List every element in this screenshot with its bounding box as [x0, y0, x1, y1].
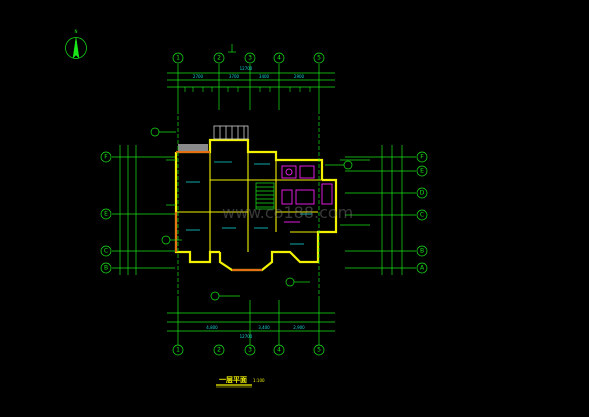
top-total-dimension: 12700 — [240, 66, 253, 71]
left-axis-markers: F E C B — [100, 145, 175, 275]
staircase — [213, 125, 275, 210]
bottom-total-dimension: 12700 — [240, 334, 253, 339]
top-dimension-lines: 12700 2700 3700 3400 2900 — [167, 44, 335, 110]
drawing-scale: 1:100 — [253, 378, 265, 383]
bottom-dimension-lines: 4,800 3,400 2,900 12700 — [167, 300, 335, 345]
room-detail-marks — [186, 161, 312, 245]
top-dim-1: 2700 — [193, 74, 204, 79]
watermark-text: www.co188.com — [222, 203, 353, 222]
axis-right-A: A — [420, 265, 425, 272]
axis-left-E: E — [104, 211, 108, 218]
axis-bottom-1: 1 — [176, 347, 180, 354]
magenta-fixtures — [281, 165, 333, 223]
axis-right-B: B — [420, 248, 424, 255]
drawing-title-block: 一层平面 1:100 — [216, 375, 265, 388]
top-dim-2: 3700 — [229, 74, 240, 79]
axis-bottom-3: 3 — [248, 347, 252, 354]
top-axis-markers: 1 2 3 4 5 — [172, 52, 325, 64]
axis-top-2: 2 — [217, 55, 221, 62]
bottom-dim-3: 2,900 — [293, 325, 305, 330]
red-accent-lines — [175, 151, 262, 271]
axis-bottom-5: 5 — [317, 347, 321, 354]
axis-left-B: B — [104, 265, 108, 272]
axis-right-F: F — [420, 154, 424, 161]
axis-right-D: D — [420, 190, 425, 197]
drawing-title: 一层平面 — [219, 375, 247, 384]
north-arrow-icon: N — [65, 29, 87, 59]
axis-top-1: 1 — [176, 55, 180, 62]
bottom-dim-1: 4,800 — [206, 325, 218, 330]
right-axis-markers: F E D C B A — [345, 145, 428, 275]
axis-right-E: E — [420, 168, 424, 175]
top-dim-4: 2900 — [294, 74, 305, 79]
top-dim-3: 3400 — [259, 74, 270, 79]
bottom-axis-markers: 1 2 3 4 5 — [172, 344, 325, 356]
axis-bottom-4: 4 — [277, 347, 281, 354]
axis-top-4: 4 — [277, 55, 281, 62]
structural-grid-lines — [150, 110, 370, 301]
axis-bottom-2: 2 — [217, 347, 221, 354]
north-label: N — [75, 29, 78, 34]
axis-left-F: F — [104, 154, 108, 161]
axis-right-C: C — [420, 212, 424, 219]
axis-left-C: C — [104, 248, 108, 255]
axis-top-5: 5 — [317, 55, 321, 62]
axis-top-3: 3 — [248, 55, 252, 62]
terrace-fill — [178, 144, 208, 151]
bottom-dim-2: 3,400 — [258, 325, 270, 330]
